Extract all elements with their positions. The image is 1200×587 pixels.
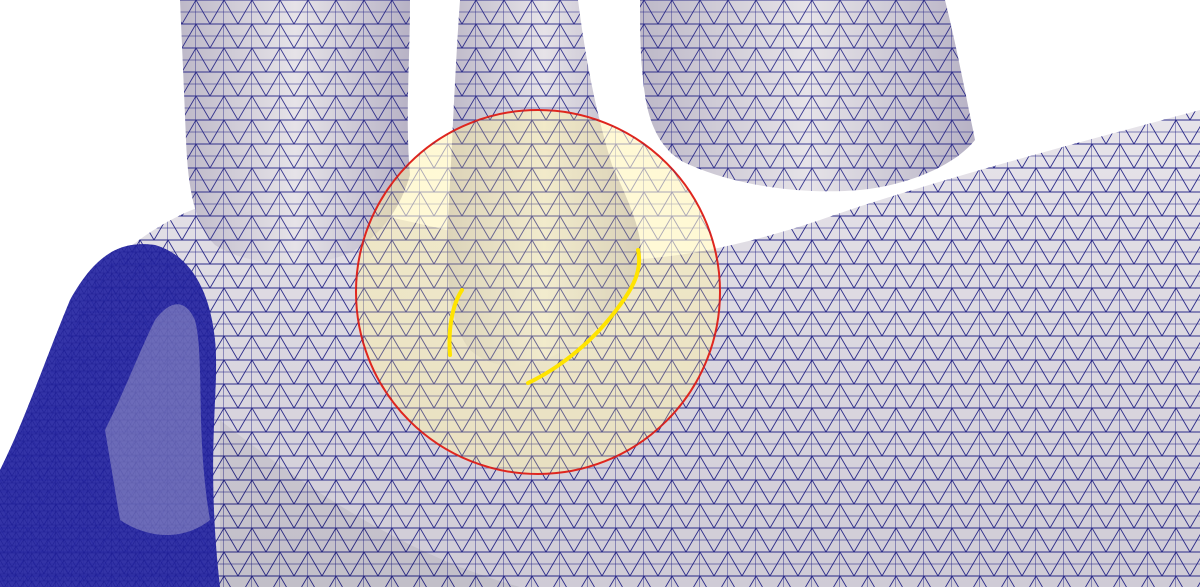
right-upper-vessel (640, 0, 975, 192)
selection-mesh-overlay (356, 110, 720, 474)
left-upper-vessel (180, 0, 410, 264)
dense-left-branch (0, 244, 220, 587)
shadow-hint (220, 420, 520, 587)
boundary-curve[interactable] (447, 248, 641, 385)
selection-region[interactable] (355, 109, 721, 475)
